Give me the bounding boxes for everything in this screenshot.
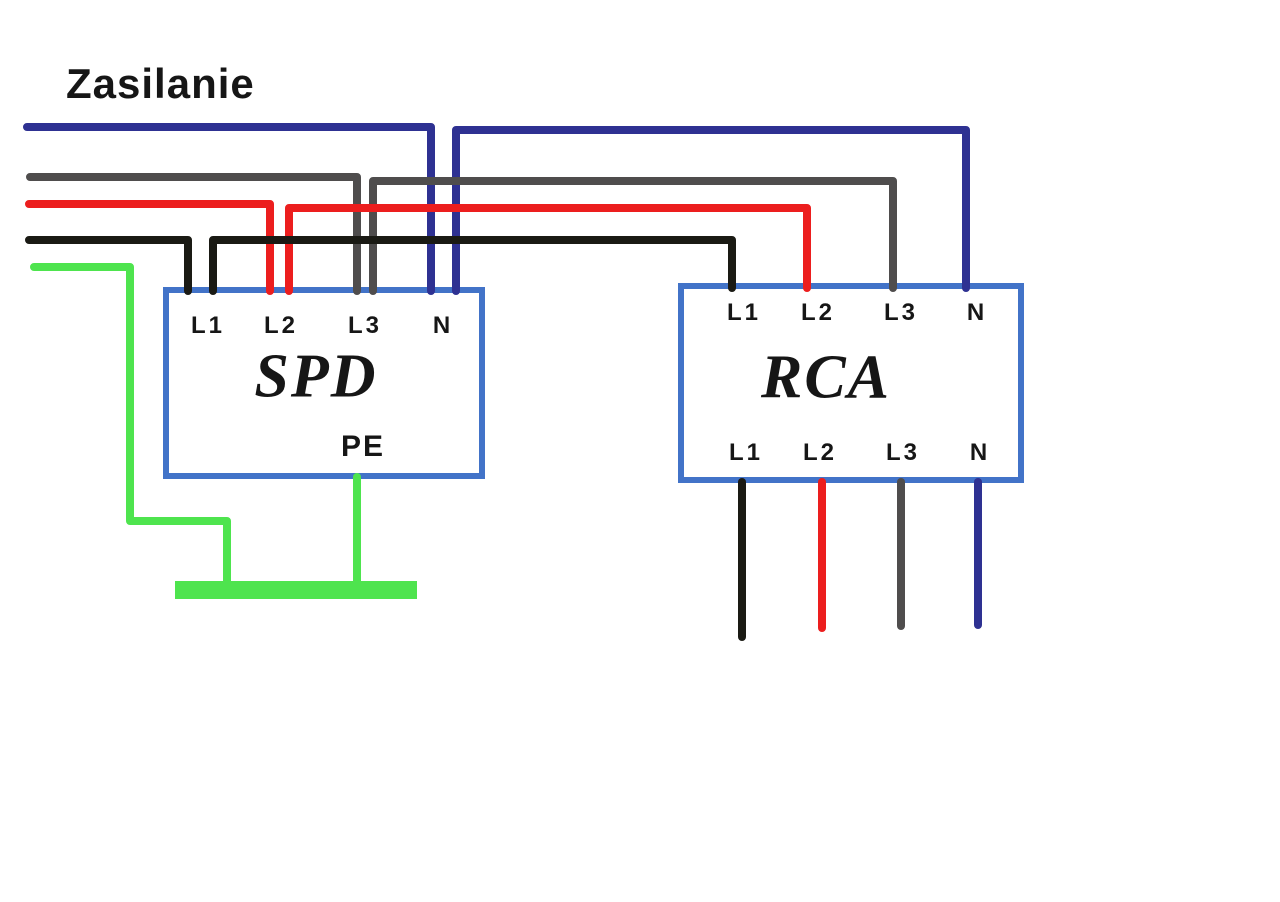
pe-busbar bbox=[175, 581, 417, 599]
wire-l3-spd-to-rca bbox=[369, 177, 897, 295]
spd-terminal-pe: PE bbox=[340, 430, 386, 463]
rca-terminal-bottom-l3: L3 bbox=[885, 439, 921, 466]
rca-terminal-top-l1: L1 bbox=[726, 299, 762, 326]
wire-l2-supply-to-spd bbox=[25, 200, 274, 295]
spd-terminal-l2: L2 bbox=[263, 312, 299, 339]
rca-terminal-top-n: N bbox=[966, 299, 988, 326]
wire-l1-supply-to-spd bbox=[25, 236, 192, 295]
rca-label: RCA bbox=[760, 343, 892, 412]
rca-terminal-top-l2: L2 bbox=[800, 299, 836, 326]
spd-label: SPD bbox=[254, 342, 378, 411]
spd-terminal-l3: L3 bbox=[347, 312, 383, 339]
wire-l3-supply-to-spd bbox=[26, 173, 361, 295]
rca-terminal-top-l3: L3 bbox=[883, 299, 919, 326]
rca-terminal-bottom-l2: L2 bbox=[802, 439, 838, 466]
rca-box bbox=[678, 283, 1024, 483]
wire-l1-spd-to-rca bbox=[209, 236, 736, 295]
rca-terminal-bottom-l1: L1 bbox=[728, 439, 764, 466]
spd-terminal-n: N bbox=[432, 312, 454, 339]
wire-n-spd-to-rca bbox=[452, 126, 970, 295]
wire-n-supply-to-spd bbox=[23, 123, 435, 295]
page-title: Zasilanie bbox=[66, 60, 255, 107]
spd-terminal-l1: L1 bbox=[190, 312, 226, 339]
rca-terminal-bottom-n: N bbox=[969, 439, 991, 466]
wire-l2-spd-to-rca bbox=[285, 204, 811, 295]
